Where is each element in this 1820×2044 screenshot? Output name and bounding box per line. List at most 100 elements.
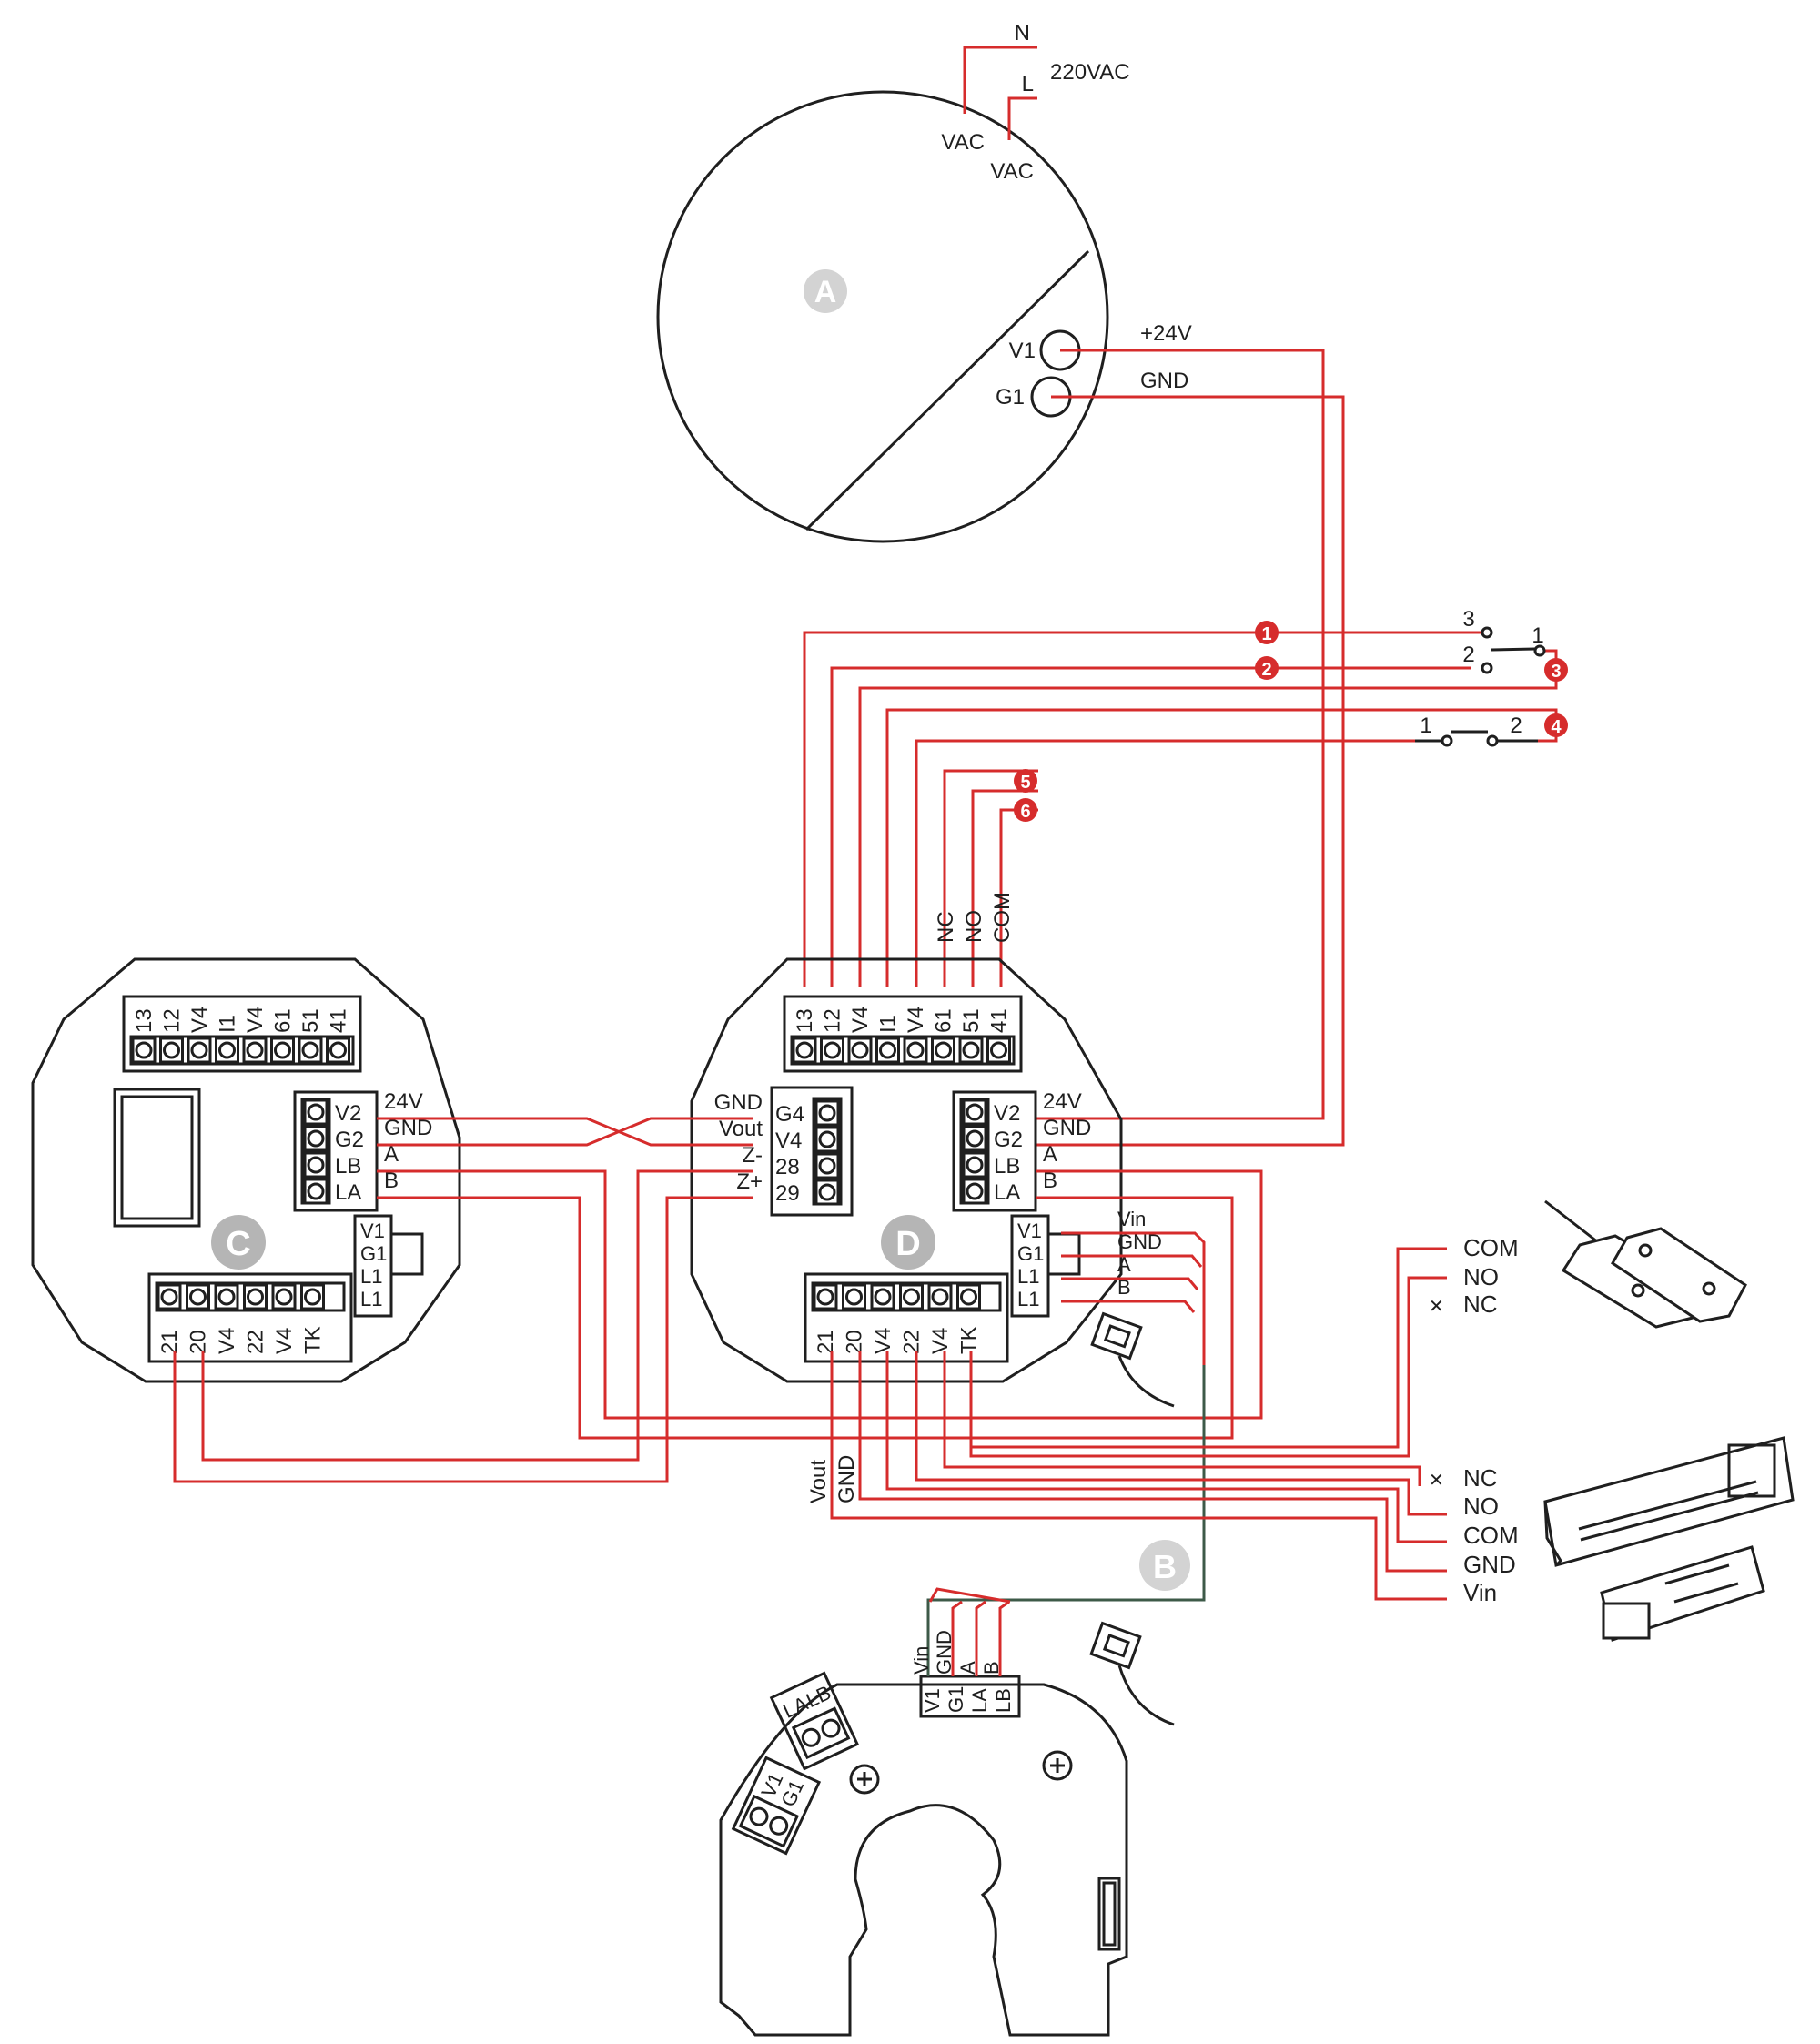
device-a-divider — [804, 249, 1090, 531]
c-small-label-0: V1 — [360, 1219, 385, 1242]
d-bottom-terminal-1 — [842, 1283, 866, 1310]
d-mid-terminal-1 — [814, 1126, 840, 1153]
door-strike-icon — [1600, 1545, 1765, 1642]
svg-text:3: 3 — [1551, 662, 1561, 682]
exit-button: 1 2 — [1415, 713, 1538, 747]
d-bottom-label-4: V4 — [928, 1328, 953, 1354]
d-bottom-terminal-3 — [899, 1283, 924, 1310]
device-d-controller: D — [690, 957, 1123, 1383]
device-a-letter: A — [814, 275, 837, 309]
d-small-label-3: L1 — [1017, 1288, 1039, 1310]
plus24-label: +24V — [1140, 321, 1192, 346]
connector-icon-b — [1089, 1621, 1175, 1726]
supply-wires: +24V GND — [1036, 321, 1345, 1147]
b-pair-la-lb: LA LB — [769, 1671, 860, 1771]
c-top-terminal-4 — [242, 1037, 268, 1064]
d-mid-wire-label-0: GND — [714, 1090, 763, 1115]
lock-labels: NC NO COM GND Vin ✕ — [1429, 1464, 1519, 1606]
d-mid-terminal-2 — [814, 1152, 840, 1179]
d-small-label-1: G1 — [1017, 1242, 1044, 1265]
n-label: N — [1015, 21, 1030, 46]
c-bottom-terminal-2 — [214, 1283, 239, 1310]
lock-nc-mark: ✕ — [1429, 1471, 1444, 1491]
l-label: L — [1022, 72, 1034, 96]
c-side-label-1: G2 — [335, 1128, 364, 1152]
device-d-body — [690, 957, 1123, 1383]
b-wire-labels: Vin GND A B — [910, 1630, 1003, 1675]
c-top-label-0: 13 — [132, 1008, 157, 1033]
d-top-terminal-7 — [986, 1037, 1011, 1064]
lock-wires: Vout GND — [806, 1247, 1447, 1601]
gnd-bottom-label: GND — [834, 1455, 859, 1503]
c-top-terminal-6 — [298, 1037, 323, 1064]
b-a-label: A — [956, 1661, 979, 1675]
relay-no-label: NO — [962, 910, 986, 943]
c-small-label-3: L1 — [360, 1288, 382, 1310]
b-terminal-label-2: LA — [968, 1688, 991, 1713]
c-bottom-label-5: TK — [301, 1326, 326, 1354]
badge-1: 1 — [1255, 621, 1279, 644]
d-small-label-0: V1 — [1017, 1219, 1042, 1242]
d-side-wire-label-2: A — [1043, 1142, 1057, 1167]
mains-wires: N L 220VAC — [963, 21, 1130, 140]
d-bottom-label-0: 21 — [814, 1330, 838, 1354]
button-label-2: 2 — [1510, 713, 1522, 738]
badge-4: 4 — [1544, 713, 1568, 737]
c-side-wire-label-2: A — [384, 1142, 399, 1167]
lock-nc-label: NC — [1463, 1464, 1498, 1492]
b-gnd-label: GND — [933, 1630, 956, 1675]
lock-vin-label: Vin — [1463, 1579, 1497, 1606]
reed-no-label: NO — [1463, 1263, 1499, 1290]
maglock-icon — [1543, 1436, 1795, 1567]
d-mid-terminal-0 — [814, 1099, 840, 1127]
svg-text:6: 6 — [1020, 802, 1030, 822]
cd-wires — [173, 1117, 1263, 1483]
d-mid-wire-label-2: Z- — [742, 1143, 763, 1168]
b-terminal-label-3: LB — [992, 1688, 1015, 1713]
c-top-label-7: 41 — [327, 1008, 351, 1033]
d-bottom-terminal-5 — [956, 1283, 981, 1310]
d-bottom-terminal-4 — [927, 1283, 953, 1310]
d-side-wire-label-1: GND — [1043, 1116, 1091, 1140]
d-side-label-0: V2 — [994, 1101, 1020, 1126]
device-b-letter: B — [1153, 1548, 1177, 1585]
b-pair-v1-g1: V1 G1 — [731, 1756, 822, 1856]
device-c-letter-badge — [211, 1215, 266, 1270]
b-terminal-label-0: V1 — [921, 1688, 944, 1713]
c-bottom-label-1: 20 — [187, 1330, 211, 1354]
c-top-terminal-5 — [270, 1037, 295, 1064]
button-label-1: 1 — [1420, 713, 1431, 738]
g1-label: G1 — [996, 385, 1025, 410]
d-bottom-terminal-2 — [870, 1283, 895, 1310]
v1-label: V1 — [1009, 339, 1036, 363]
vout-label: Vout — [806, 1460, 831, 1503]
d-bottom-label-3: 22 — [900, 1330, 925, 1354]
magnetic-contact-icon — [1544, 1199, 1747, 1329]
c-top-terminal-7 — [326, 1037, 350, 1064]
d-top-terminal-1 — [820, 1037, 844, 1064]
d-top-terminal-3 — [875, 1037, 900, 1064]
d-top-label-2: V4 — [848, 1007, 873, 1033]
switch-contact-1 — [1533, 644, 1546, 657]
d-side-wire-label-0: 24V — [1043, 1089, 1082, 1114]
relay-com-label: COM — [990, 892, 1015, 943]
device-c-body — [31, 957, 461, 1383]
d-top-label-1: 12 — [821, 1008, 845, 1033]
d-bottom-terminal-0 — [813, 1283, 838, 1310]
switch-label-2: 2 — [1462, 643, 1474, 667]
d-side-terminal-1 — [962, 1125, 987, 1152]
c-side-wire-label-0: 24V — [384, 1089, 423, 1114]
switch-contact-3 — [1481, 626, 1493, 639]
c-bottom-label-3: 22 — [244, 1330, 268, 1354]
device-c-letter: C — [226, 1225, 250, 1263]
d-mid-terminal-3 — [814, 1179, 840, 1206]
device-c-monitor: C — [31, 957, 461, 1383]
d-top-label-0: 13 — [793, 1008, 817, 1033]
d-top-terminal-4 — [903, 1037, 928, 1064]
